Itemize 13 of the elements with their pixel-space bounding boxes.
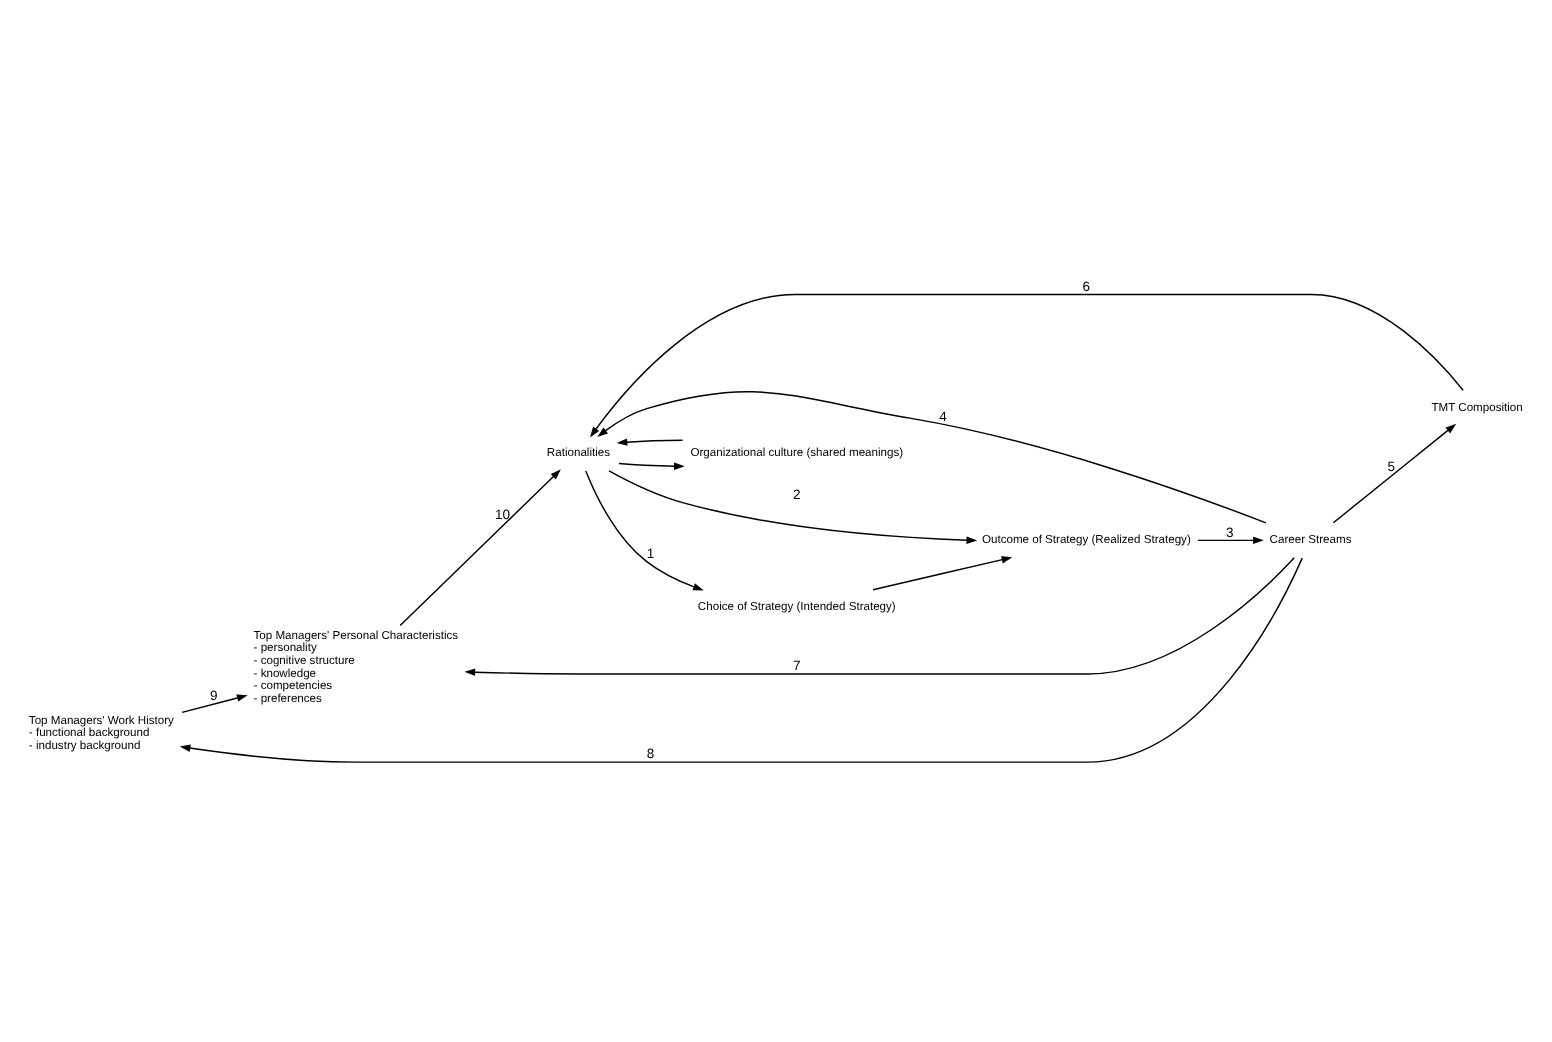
arrow [1332, 423, 1457, 524]
arrow [608, 470, 978, 544]
arrow [464, 557, 1295, 676]
arrow [616, 438, 684, 446]
arrow [618, 462, 685, 470]
arrow [179, 557, 1303, 763]
arrow [585, 470, 704, 591]
arrow [181, 694, 248, 714]
arrow [1197, 536, 1264, 545]
arrow [597, 391, 1267, 524]
arrow [399, 469, 561, 627]
arrow [589, 293, 1464, 438]
arrow [872, 556, 1013, 591]
